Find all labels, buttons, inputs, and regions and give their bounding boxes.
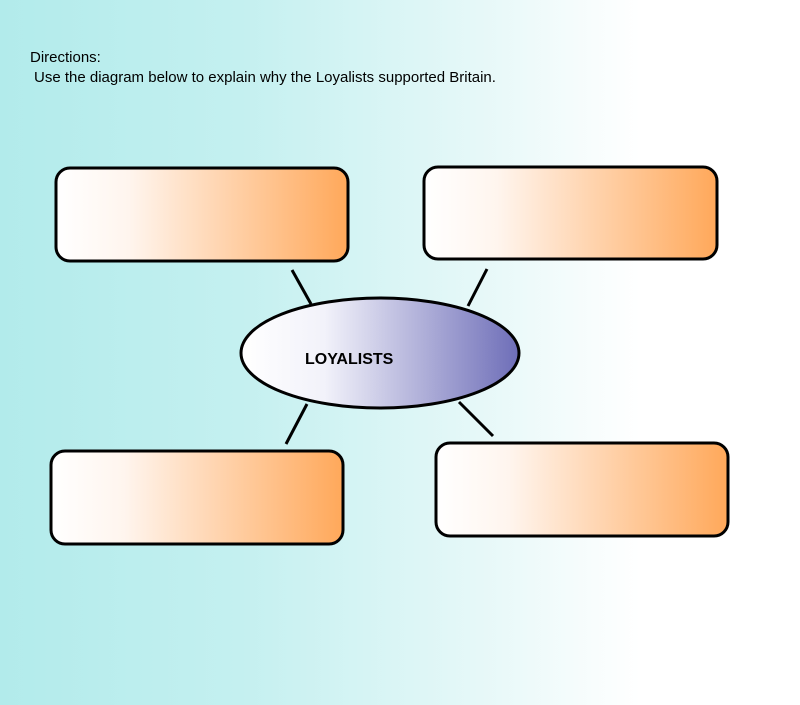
connector-top-right (466, 268, 489, 307)
center-ellipse (239, 296, 521, 410)
connector-bottom-left (284, 403, 309, 445)
box-top-left (54, 166, 350, 263)
box-bottom-right (434, 441, 730, 538)
box-bottom-left (49, 449, 345, 546)
directions: Directions: Use the diagram below to exp… (30, 48, 496, 88)
center-label: LOYALISTS (305, 351, 394, 368)
directions-text: Use the diagram below to explain why the… (34, 69, 496, 86)
connector-top-left (290, 269, 313, 305)
connector-bottom-right (457, 400, 495, 438)
box-top-right (422, 165, 719, 261)
directions-title: Directions: (30, 49, 101, 66)
